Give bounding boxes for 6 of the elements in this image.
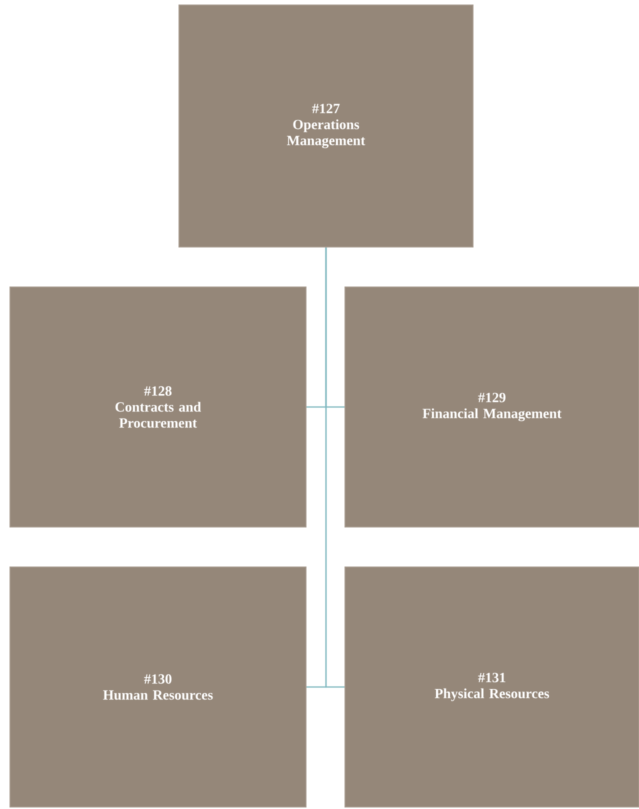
department-box: #131 Physical Resources [344,566,639,808]
connector-line [325,248,344,688]
department-box: #127 Operations Management [178,4,474,248]
department-box: #129 Financial Management [344,286,639,528]
department-box: #130 Human Resources [10,566,306,808]
department-box: #128 Contracts and Procurement [10,286,306,528]
